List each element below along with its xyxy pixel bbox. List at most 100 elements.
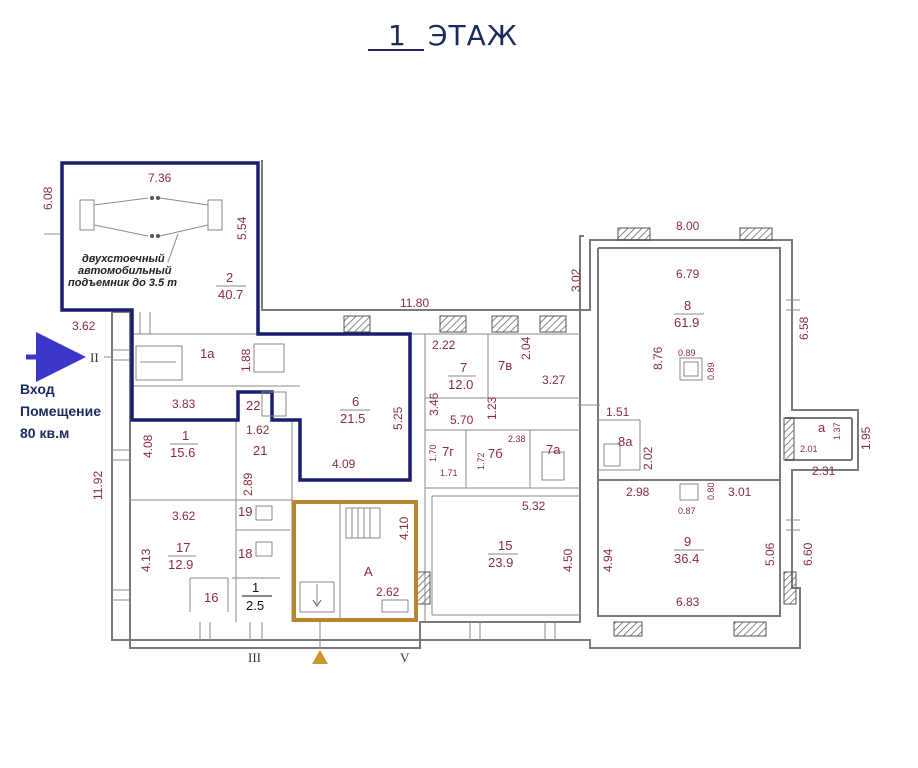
dim-1-95: 1.95	[859, 426, 873, 450]
dim-3-02: 3.02	[569, 268, 583, 292]
dim-6-58: 6.58	[797, 316, 811, 340]
entrance-caption-line1: Вход	[20, 381, 55, 397]
dim-5-54: 5.54	[235, 216, 249, 240]
dim-6-83: 6.83	[676, 595, 700, 609]
dim-1-23: 1.23	[485, 396, 499, 420]
room-18-number: 18	[238, 546, 252, 561]
room-6-area: 21.5	[340, 411, 365, 426]
axis-label-iii: III	[248, 650, 261, 665]
axis-label-v: V	[400, 650, 410, 665]
entrance-caption-line3: 80 кв.м	[20, 425, 70, 441]
room-1b-number: 1	[252, 580, 259, 595]
dim-7-36: 7.36	[148, 171, 172, 185]
room-15-number: 15	[498, 538, 512, 553]
room-a-stair-number: А	[364, 564, 373, 579]
windows	[112, 299, 800, 640]
dimension-labels: 6.08 7.36 5.54 3.62 11.80 3.02 8.00 6.79…	[41, 171, 873, 609]
hatched-walls	[343, 227, 797, 637]
dim-2-01: 2.01	[800, 444, 818, 454]
room-8a-number: 8а	[618, 434, 633, 449]
dim-2-38: 2.38	[508, 434, 526, 444]
room-2-area: 40.7	[218, 287, 243, 302]
dim-1-72: 1.72	[476, 452, 486, 470]
room-7g-number: 7г	[442, 444, 454, 459]
dim-3-83: 3.83	[172, 397, 196, 411]
dim-3-62-top: 3.62	[72, 319, 96, 333]
stair-zone-outline	[292, 500, 418, 622]
dim-1-51: 1.51	[606, 405, 630, 419]
floor-word: ЭТАЖ	[428, 19, 518, 52]
dim-0-89-b: 0.89	[706, 362, 716, 380]
lift-note-line2: автомобильный	[78, 265, 172, 277]
dim-2-31: 2.31	[812, 464, 836, 478]
room-1b-area: 2.5	[246, 598, 264, 613]
dim-3-01: 3.01	[728, 485, 752, 499]
entrance-marker-icon	[312, 650, 328, 664]
floor-title: 1 ЭТАЖ	[368, 19, 518, 52]
room-8-number: 8	[684, 298, 691, 313]
garage-zone-outline	[60, 161, 412, 482]
dim-11-80: 11.80	[400, 296, 429, 310]
car-lift-icon	[79, 196, 223, 263]
dim-11-92: 11.92	[91, 471, 105, 500]
room-17-number: 17	[176, 540, 190, 555]
dim-1-62: 1.62	[246, 423, 270, 437]
room-17-area: 12.9	[168, 557, 193, 572]
dim-2-89: 2.89	[241, 472, 255, 496]
dim-4-94: 4.94	[601, 548, 615, 572]
stair-icon	[299, 507, 381, 613]
dim-3-46: 3.46	[427, 392, 441, 416]
dim-8-00: 8.00	[676, 219, 700, 233]
entrance-caption: Вход Помещение 80 кв.м	[20, 378, 130, 444]
room-1-number: 1	[182, 428, 189, 443]
room-a-number: а	[818, 420, 826, 435]
room-8-area: 61.9	[674, 315, 699, 330]
dim-8-76: 8.76	[651, 346, 665, 370]
room-1-area: 15.6	[170, 445, 195, 460]
dim-1-71: 1.71	[440, 468, 458, 478]
floor-number: 1	[388, 19, 407, 52]
room-9-area: 36.4	[674, 551, 699, 566]
room-21-number: 21	[253, 443, 267, 458]
room-6-number: 6	[352, 394, 359, 409]
room-19-number: 19	[238, 504, 252, 519]
room-7b-number: 7б	[488, 446, 503, 461]
dim-0-87: 0.87	[678, 506, 696, 516]
dim-1-88: 1.88	[239, 348, 253, 372]
dim-6-79: 6.79	[676, 267, 700, 281]
dim-6-60: 6.60	[801, 542, 815, 566]
dim-3-27: 3.27	[542, 373, 566, 387]
dim-5-70: 5.70	[450, 413, 474, 427]
room-7a-number: 7а	[546, 442, 561, 457]
fixtures	[135, 343, 703, 613]
dim-2-98: 2.98	[626, 485, 650, 499]
room-22-number: 22	[246, 398, 260, 413]
dim-6-08: 6.08	[41, 186, 55, 210]
dim-4-10: 4.10	[397, 516, 411, 540]
dim-4-13: 4.13	[139, 548, 153, 572]
dim-4-50: 4.50	[561, 548, 575, 572]
dim-2-04: 2.04	[519, 336, 533, 360]
room-9-number: 9	[684, 534, 691, 549]
dim-4-09: 4.09	[332, 457, 356, 471]
room-1a-number: 1а	[200, 346, 215, 361]
room-16-number: 16	[204, 590, 218, 605]
dim-0-89-a: 0.89	[678, 348, 696, 358]
room-7-area: 12.0	[448, 377, 473, 392]
dim-2-22: 2.22	[432, 338, 456, 352]
entrance-caption-line2: Помещение	[20, 403, 102, 419]
room-labels: 2 40.7 1а 22 1 15.6 21 6 21.5 17 12.9 19…	[168, 270, 826, 613]
dim-5-32: 5.32	[522, 499, 546, 513]
lift-note-line1: двухстоечный	[82, 253, 165, 265]
dim-2-02: 2.02	[641, 446, 655, 470]
axis-label-ii: II	[90, 350, 99, 365]
dim-5-06: 5.06	[763, 542, 777, 566]
dim-3-62-bottom: 3.62	[172, 509, 196, 523]
dim-5-25: 5.25	[391, 406, 405, 430]
room-2-number: 2	[226, 270, 233, 285]
room-7-number: 7	[460, 360, 467, 375]
lift-note-line3: подъемник до 3.5 т	[68, 277, 177, 289]
dim-0-80: 0.80	[706, 482, 716, 500]
dim-1-37: 1.37	[832, 422, 842, 440]
